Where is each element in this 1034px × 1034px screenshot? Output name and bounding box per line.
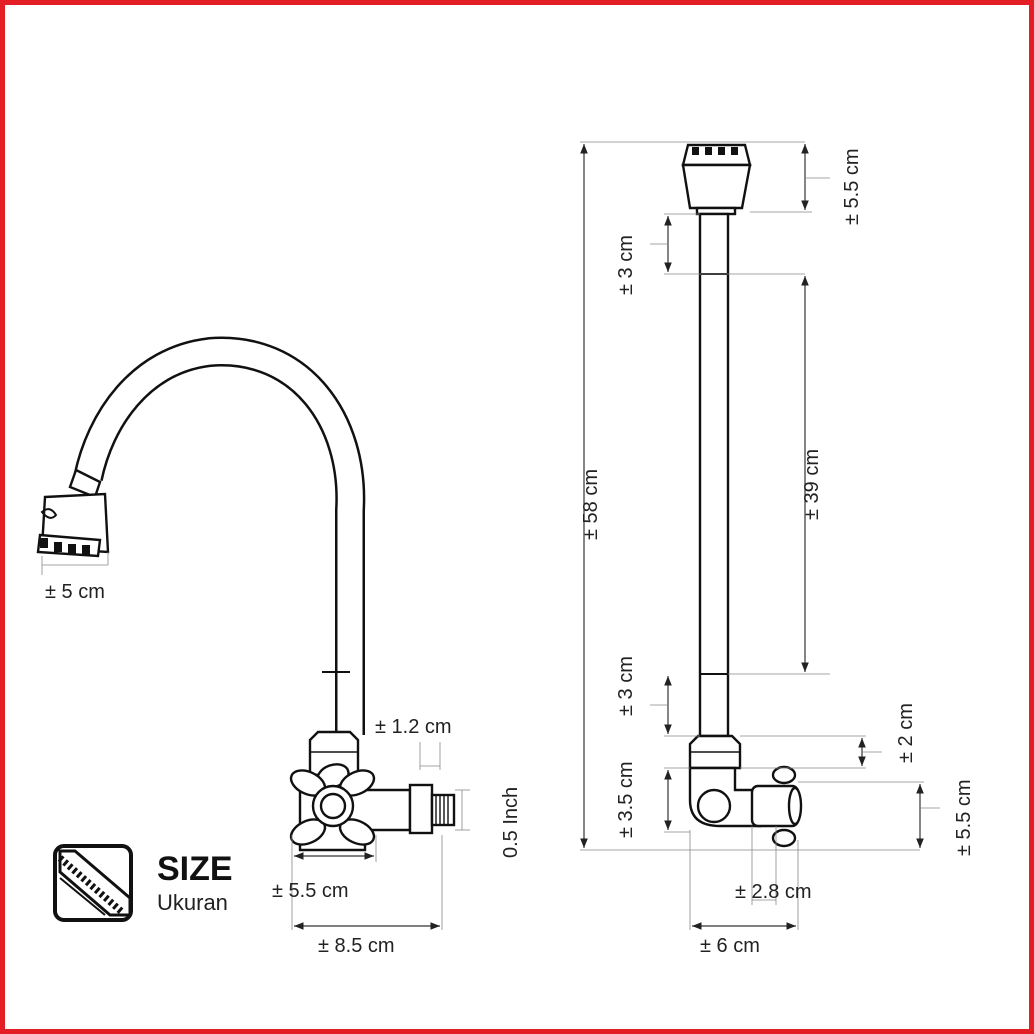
label-handle-width: ± 5.5 cm bbox=[272, 880, 349, 902]
label-base-width: ± 6 cm bbox=[700, 935, 760, 957]
label-head-height: ± 5.5 cm bbox=[841, 148, 863, 225]
label-total-height: ± 58 cm bbox=[580, 469, 602, 540]
label-nut-height: ± 1.2 cm bbox=[375, 716, 452, 738]
label-top-segment: ± 3 cm bbox=[615, 235, 637, 295]
label-handle-offset: ± 2.8 cm bbox=[735, 881, 812, 903]
label-handle-height: ± 5.5 cm bbox=[953, 779, 975, 856]
size-legend: SIZE Ukuran bbox=[53, 844, 233, 922]
ruler-icon bbox=[53, 844, 133, 922]
label-tube-length: ± 39 cm bbox=[801, 449, 823, 520]
front-aerator-head bbox=[681, 143, 752, 216]
front-handle bbox=[750, 765, 803, 848]
label-thread-size: 0.5 Inch bbox=[500, 787, 522, 858]
label-total-depth: ± 8.5 cm bbox=[318, 935, 395, 957]
label-body-height: ± 3.5 cm bbox=[615, 761, 637, 838]
cross-handle bbox=[289, 763, 376, 846]
label-bottom-segment: ± 3 cm bbox=[615, 656, 637, 716]
legend-subtitle: Ukuran bbox=[157, 890, 228, 915]
label-nut-height-front: ± 2 cm bbox=[895, 703, 917, 763]
side-view-dimensions bbox=[41, 552, 470, 930]
front-view-faucet bbox=[681, 143, 803, 848]
label-spout-width: ± 5 cm bbox=[45, 581, 105, 603]
legend-title: SIZE bbox=[157, 850, 233, 888]
front-view-dimensions bbox=[580, 141, 940, 930]
aerator-head bbox=[36, 492, 110, 558]
side-view-faucet bbox=[36, 336, 456, 852]
thread-connector bbox=[408, 783, 456, 835]
